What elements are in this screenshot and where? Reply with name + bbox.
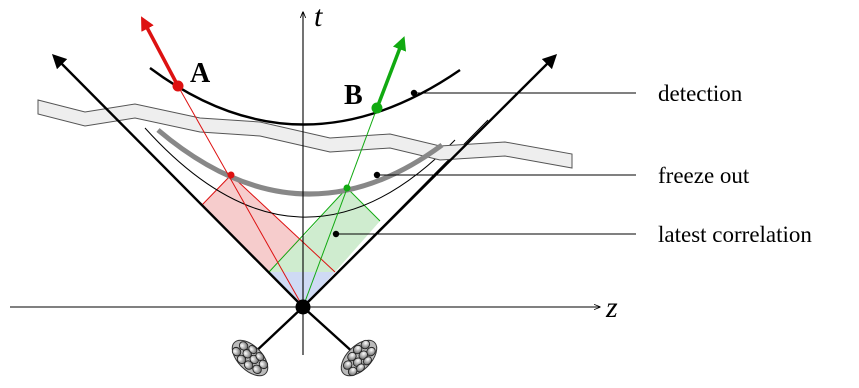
red-region [202,175,335,272]
freeze-out-band [37,99,573,169]
z-axis-label: z [605,291,618,324]
light-cone-right [302,53,558,308]
detection-label: detection [658,81,743,106]
point-a-detection [172,80,184,92]
point-a-label: A [190,58,211,89]
point-b-freeze [343,184,351,192]
worldline-a [177,85,304,308]
beam-line-right [302,306,357,356]
t-axis-label: t [314,0,323,33]
leader-lines [332,89,636,238]
point-a-freeze [227,171,235,179]
latest-correlation-label: latest correlation [658,222,812,247]
collision-point [295,299,311,315]
point-b-detection [371,102,383,114]
light-cone-left [51,53,304,308]
freeze-out-curve [156,128,444,197]
nucleus-left-icon [231,339,269,377]
point-b-label: B [344,80,363,111]
green-region [269,188,380,272]
beam-line-left [251,306,304,356]
momentum-arrow-b [375,36,407,109]
freeze-out-label: freeze out [658,163,750,188]
worldline-b [302,107,378,308]
momentum-arrow-a [141,16,180,87]
latest-correlation-curve [144,127,456,218]
nucleus-right-icon [340,339,378,377]
